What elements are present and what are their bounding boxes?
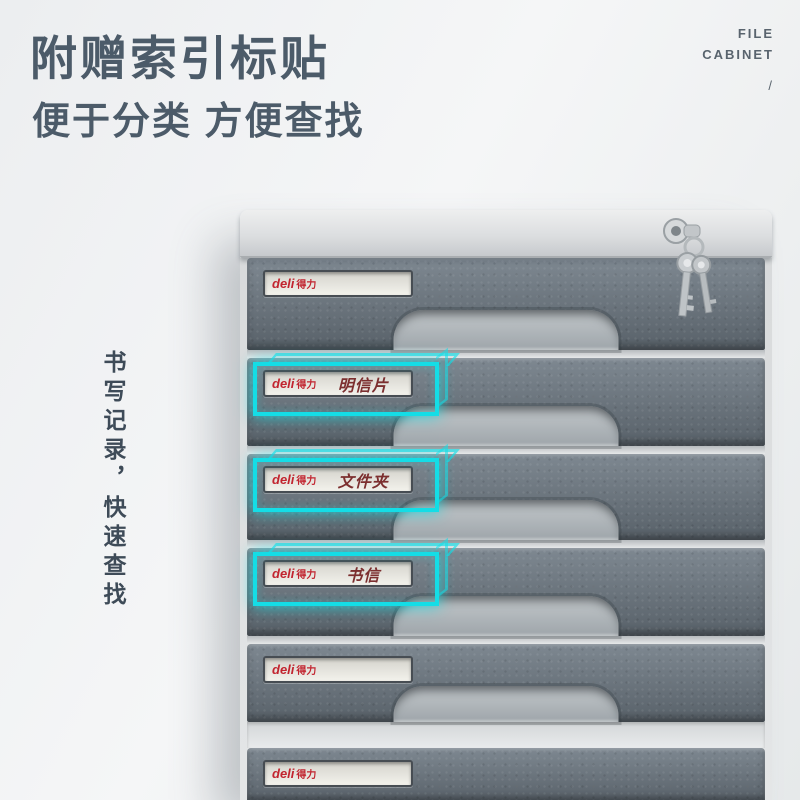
cabinet-lid <box>240 210 772 317</box>
drawer-3-label-slot: deli 得力 文件夹 <box>263 466 413 493</box>
drawer-3[interactable]: deli 得力 文件夹 <box>247 454 765 540</box>
drawer-6[interactable]: deli 得力 <box>247 748 765 800</box>
side-note-vertical-text: 书写记录，快速查找 <box>100 350 126 611</box>
frame-divider <box>247 540 765 548</box>
drawer-4[interactable]: deli 得力 书信 <box>247 548 765 636</box>
drawer-2-handle[interactable] <box>393 406 619 446</box>
lock-and-keys-icon <box>663 218 717 317</box>
corner-caption: FILE CABINET / <box>702 24 774 96</box>
drawer-5-label-slot: deli 得力 <box>263 656 413 683</box>
drawer-1-handle[interactable] <box>393 310 619 350</box>
deli-logo: deli 得力 <box>272 376 317 391</box>
frame-band <box>247 722 765 748</box>
deli-logo: deli 得力 <box>272 276 317 291</box>
drawer-2[interactable]: deli 得力 明信片 <box>247 358 765 446</box>
frame-divider <box>247 636 765 644</box>
drawer-4-handle[interactable] <box>393 596 619 636</box>
deli-logo: deli 得力 <box>272 472 317 487</box>
cabinet-body: deli 得力 deli 得力 明信片 <box>240 258 772 800</box>
corner-slash: / <box>768 77 774 93</box>
drawer-4-label-slot: deli 得力 书信 <box>263 560 413 587</box>
page-subtitle: 便于分类 方便查找 <box>32 101 365 143</box>
drawer-1-label-slot: deli 得力 <box>263 270 413 297</box>
frame-divider <box>247 350 765 358</box>
page-title: 附赠索引标贴 <box>30 32 330 85</box>
deli-logo: deli 得力 <box>272 766 317 781</box>
deli-logo: deli 得力 <box>272 566 317 581</box>
drawer-6-label-slot: deli 得力 <box>263 760 413 787</box>
deli-logo: deli 得力 <box>272 662 317 677</box>
drawer-1[interactable]: deli 得力 <box>247 258 765 350</box>
drawer-3-handle[interactable] <box>393 500 619 540</box>
drawer-5[interactable]: deli 得力 <box>247 644 765 722</box>
corner-line2: CABINET <box>702 46 774 62</box>
drawer-5-handle[interactable] <box>393 686 619 722</box>
file-cabinet: deli 得力 deli 得力 明信片 <box>240 210 772 800</box>
drawer-3-label: 文件夹 <box>337 471 389 491</box>
corner-line1: FILE <box>737 26 774 41</box>
drawer-2-label: 明信片 <box>337 375 389 395</box>
drawer-4-label: 书信 <box>346 565 381 585</box>
drawer-2-label-slot: deli 得力 明信片 <box>263 370 413 397</box>
frame-divider <box>247 446 765 454</box>
